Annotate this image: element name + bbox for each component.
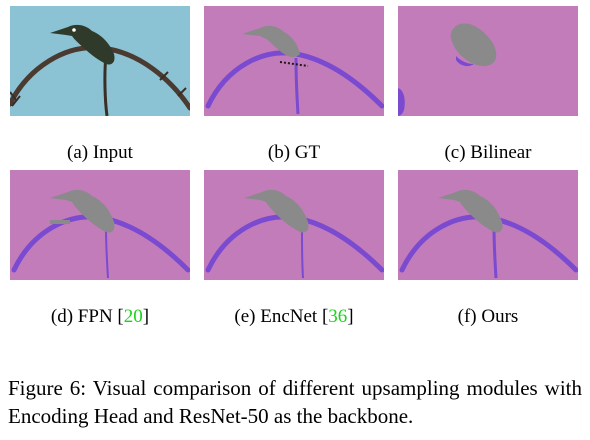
ours-segmentation: [398, 170, 578, 280]
panel-input: [10, 6, 190, 116]
subcaption-bilinear: (c) Bilinear: [444, 142, 532, 163]
fpn-segmentation: [10, 170, 190, 280]
subcaption-input: (a) Input: [67, 142, 133, 163]
panel-gt: [204, 6, 384, 116]
subcaption-fpn: (d) FPN [20]: [50, 306, 150, 327]
bilinear-segmentation: [398, 6, 578, 116]
panel-bilinear: [398, 6, 578, 116]
gt-segmentation: [204, 6, 384, 116]
panel-encnet: [204, 170, 384, 280]
citation-link-fpn[interactable]: 20: [123, 306, 143, 327]
subcaption-gt: (b) GT: [267, 142, 321, 163]
panel-ours: [398, 170, 578, 280]
input-photo: [10, 6, 190, 116]
panel-fpn: [10, 170, 190, 280]
encnet-segmentation: [204, 170, 384, 280]
figure-caption: Figure 6: Visual comparison of different…: [8, 376, 582, 428]
citation-link-encnet[interactable]: 36: [328, 306, 348, 327]
subcaption-encnet: (e) EncNet [36]: [234, 306, 354, 327]
subcaption-ours: (f) Ours: [457, 306, 519, 327]
